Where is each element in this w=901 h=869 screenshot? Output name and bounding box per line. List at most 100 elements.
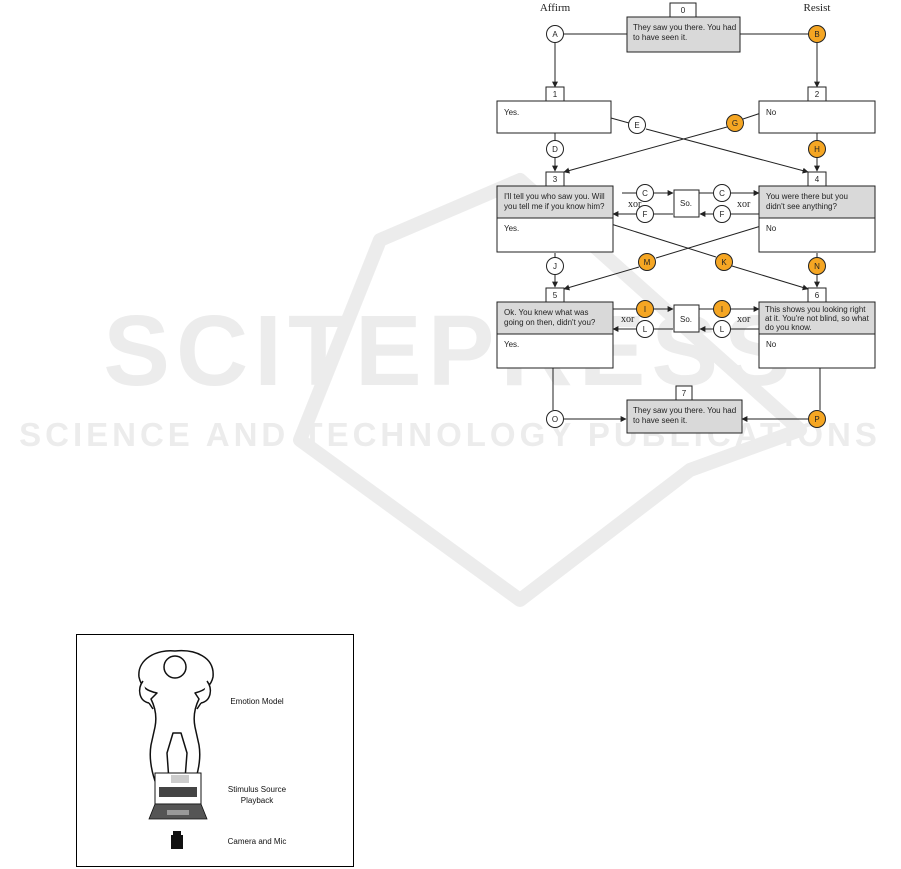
- state-4-number: 4: [815, 175, 820, 184]
- node-h: H: [808, 140, 826, 158]
- node-g: G: [726, 114, 744, 132]
- state-0-box: [626, 16, 741, 53]
- state-4-text-line2: didn't see anything?: [766, 202, 837, 211]
- state-6-answer-box: [758, 333, 876, 369]
- state-2: 2 No: [758, 86, 876, 134]
- node-p: P: [808, 410, 826, 428]
- state-6-text-line3: do you know.: [765, 323, 812, 332]
- svg-text:J: J: [553, 262, 557, 271]
- affirm-column-header: Affirm: [540, 2, 571, 14]
- node-i-right: I: [713, 300, 731, 318]
- node-b: B: [808, 25, 826, 43]
- node-k: K: [715, 253, 733, 271]
- state-5-text-line1: Ok. You knew what was: [504, 308, 589, 317]
- state-6-number: 6: [815, 291, 820, 300]
- state-1-number: 1: [553, 90, 558, 99]
- state-3: 3 I'll tell you who saw you. Will you te…: [496, 171, 614, 253]
- state-3-text-line2: you tell me if you know him?: [504, 202, 605, 211]
- node-j: J: [546, 257, 564, 275]
- state-2-text: No: [766, 108, 777, 117]
- svg-text:F: F: [720, 210, 725, 219]
- playback-label: Playback: [240, 796, 274, 805]
- state-7-text-line2: to have seen it.: [633, 416, 687, 425]
- svg-text:L: L: [643, 325, 648, 334]
- state-0: 0 They saw you there. You had to have se…: [626, 2, 741, 53]
- state-7-box: [626, 399, 743, 434]
- state-4-answer: No: [766, 224, 777, 233]
- state-7: 7 They saw you there. You had to have se…: [626, 385, 743, 434]
- stimulus-source-label: Stimulus Source: [227, 785, 287, 794]
- svg-text:C: C: [719, 189, 725, 198]
- node-o: O: [546, 410, 564, 428]
- setup-illustration: [138, 649, 214, 849]
- svg-text:N: N: [814, 262, 820, 271]
- node-f-right: F: [713, 205, 731, 223]
- emotion-model-label: Emotion Model: [230, 697, 284, 706]
- state-5: 5 Ok. You knew what was going on then, d…: [496, 287, 614, 369]
- state-3-text-line1: I'll tell you who saw you. Will: [504, 192, 605, 201]
- state-5-number: 5: [553, 291, 558, 300]
- svg-text:D: D: [552, 145, 558, 154]
- flow-edges: [552, 33, 821, 422]
- node-e: E: [628, 116, 646, 134]
- state-6: 6 This shows you looking right at it. Yo…: [758, 287, 876, 369]
- state-3-question-box: [496, 185, 614, 219]
- node-l-right: L: [713, 320, 731, 338]
- node-c-left: C: [636, 184, 654, 202]
- node-m: M: [638, 253, 656, 271]
- person-icon: [138, 649, 214, 785]
- so-lower-label: So.: [680, 315, 692, 324]
- state-5-text-line2: going on then, didn't you?: [504, 318, 596, 327]
- transition-nodes: A B E G D H C C F F J M K N I I L L O P: [546, 25, 826, 428]
- state-5-answer: Yes.: [504, 340, 519, 349]
- xor-label-upper-left: xor: [628, 199, 642, 210]
- svg-text:E: E: [634, 121, 639, 130]
- node-a: A: [546, 25, 564, 43]
- svg-text:M: M: [644, 258, 651, 267]
- state-4-question-box: [758, 185, 876, 219]
- node-l-left: L: [636, 320, 654, 338]
- so-box-lower: So.: [673, 304, 700, 333]
- state-1-text: Yes.: [504, 108, 519, 117]
- state-6-text-line2: at it. You're not blind, so what: [765, 314, 870, 323]
- laptop-icon: [148, 772, 208, 820]
- state-6-text-line1: This shows you looking right: [765, 305, 866, 314]
- state-7-text-line1: They saw you there. You had: [633, 406, 736, 415]
- watermark-emblem: [293, 173, 807, 607]
- so-upper-label: So.: [680, 199, 692, 208]
- state-7-number: 7: [682, 389, 687, 398]
- node-i-left: I: [636, 300, 654, 318]
- svg-text:A: A: [552, 30, 558, 39]
- svg-text:P: P: [814, 415, 819, 424]
- state-3-answer: Yes.: [504, 224, 519, 233]
- so-box-upper: So.: [673, 189, 700, 218]
- xor-label-lower-left: xor: [621, 314, 635, 325]
- state-1: 1 Yes.: [496, 86, 612, 134]
- node-c-right: C: [713, 184, 731, 202]
- state-5-answer-box: [496, 333, 614, 369]
- svg-text:B: B: [814, 30, 819, 39]
- svg-text:G: G: [732, 119, 738, 128]
- svg-text:H: H: [814, 145, 820, 154]
- node-f-left: F: [636, 205, 654, 223]
- svg-text:F: F: [643, 210, 648, 219]
- camera-mic-label: Camera and Mic: [227, 837, 287, 846]
- state-2-number: 2: [815, 90, 820, 99]
- state-3-answer-box: [496, 217, 614, 253]
- xor-label-lower-right: xor: [737, 314, 751, 325]
- svg-text:L: L: [720, 325, 725, 334]
- state-4: 4 You were there but you didn't see anyt…: [758, 171, 876, 253]
- state-6-question-box: [758, 301, 876, 335]
- state-0-text-line1: They saw you there. You had: [633, 23, 736, 32]
- state-3-number: 3: [553, 175, 558, 184]
- node-n: N: [808, 257, 826, 275]
- state-4-text-line1: You were there but you: [766, 192, 848, 201]
- svg-text:C: C: [642, 189, 648, 198]
- svg-text:I: I: [721, 305, 723, 314]
- state-2-box: [758, 100, 876, 134]
- svg-text:I: I: [644, 305, 646, 314]
- state-0-text-line2: to have seen it.: [633, 33, 687, 42]
- setup-figure: Emotion Model Stimulus Source Playback C…: [76, 634, 354, 867]
- xor-label-upper-right: xor: [737, 199, 751, 210]
